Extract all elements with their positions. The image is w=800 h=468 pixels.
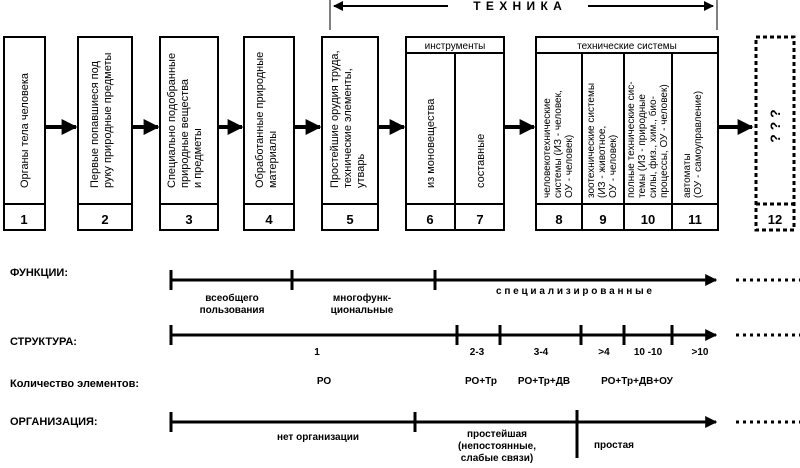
tech-header-label: Т Е Х Н И К А — [473, 0, 563, 13]
organization-segment-3: простая — [594, 440, 634, 451]
stage-number-2: 2 — [101, 212, 108, 227]
stage-label-9: зоотехнические системы (ИЗ - животное, О… — [586, 80, 619, 198]
tech-systems-group: технические системы человекотехнические … — [535, 36, 719, 231]
stage-number-8: 8 — [555, 212, 562, 227]
stage-box-5: Простейшие орудия труда, технические эле… — [321, 36, 379, 231]
structure-label: 10 -10 — [634, 347, 663, 358]
stage-number-12: 12 — [768, 212, 782, 227]
elements-label: РО+Тр — [465, 376, 497, 387]
stage-label-4: Обработанные природные материалы — [254, 49, 279, 188]
stage-number-6: 6 — [426, 212, 433, 227]
elements-label: РО+Тр+ДВ+ОУ — [601, 376, 674, 387]
organization-segment-1: нет организации — [277, 432, 359, 443]
stage-number-11: 11 — [688, 212, 702, 227]
organization-row: ОРГАНИЗАЦИЯ: нет организации простейшая(… — [10, 410, 800, 464]
stage-box-3: Специально подобранные природные веществ… — [159, 36, 219, 231]
stage-number-9: 9 — [599, 212, 606, 227]
stage-number-1: 1 — [20, 212, 27, 227]
instruments-group: инструменты из моновещества составные 6 … — [405, 36, 505, 231]
functions-segment-3: с п е ц и а л и з и р о в а н н ы е — [496, 286, 652, 297]
elements-row: Количество элементов: РО РО+Тр РО+Тр+ДВ … — [10, 376, 674, 390]
stage-label-8: человекотехнические системы (ИЗ - челове… — [542, 87, 575, 198]
stage-label-2: Первые попавшиеся под руку природные пре… — [89, 53, 114, 188]
stage-number-7: 7 — [476, 212, 483, 227]
stage-label-6: из моновещества — [425, 98, 437, 188]
stage-label-1: Органы тела человека — [19, 72, 31, 188]
structure-label: 3-4 — [534, 347, 549, 358]
tech-header: Т Е Х Н И К А — [329, 0, 718, 30]
stage-number-10: 10 — [641, 212, 655, 227]
instruments-header: инструменты — [425, 41, 486, 52]
organization-segment-2: простейшая(непостоянные,слабые связи) — [458, 429, 536, 464]
elements-label: РО — [317, 376, 332, 387]
structure-row: СТРУКТУРА: 1 2-3 3-4 >4 10 -10 >10 — [10, 325, 800, 358]
elements-title: Количество элементов: — [10, 378, 139, 390]
structure-label: >4 — [598, 347, 610, 358]
elements-label: РО+Тр+ДВ — [518, 376, 570, 387]
stage-box-2: Первые попавшиеся под руку природные пре… — [77, 36, 133, 231]
functions-segment-2: многофунк-циональные — [331, 292, 394, 316]
stage-number-3: 3 — [185, 212, 192, 227]
stage-box-12: ? ? ? 12 — [754, 35, 796, 232]
structure-label: >10 — [692, 347, 709, 358]
structure-label: 2-3 — [470, 347, 485, 358]
stage-number-4: 4 — [265, 212, 273, 227]
structure-label: 1 — [314, 347, 320, 358]
functions-title: ФУНКЦИИ: — [10, 267, 68, 279]
unknown-label: ? ? ? — [767, 109, 783, 142]
stage-label-10: полные технические сис- темы (ИЗ - приро… — [626, 79, 670, 198]
organization-title: ОРГАНИЗАЦИЯ: — [10, 416, 98, 428]
stage-box-4: Обработанные природные материалы 4 — [243, 36, 295, 231]
stage-label-7: составные — [475, 134, 487, 188]
tech-systems-header: технические системы — [577, 41, 677, 52]
stage-label-11: автоматы (ОУ - самоуправление) — [682, 91, 704, 198]
structure-title: СТРУКТУРА: — [10, 336, 77, 348]
stage-box-1: Органы тела человека 1 — [3, 36, 46, 231]
stage-number-5: 5 — [346, 212, 353, 227]
stage-label-5: Простейшие орудия труда, технические эле… — [329, 47, 367, 188]
stage-label-3: Специально подобранные природные веществ… — [166, 50, 204, 188]
